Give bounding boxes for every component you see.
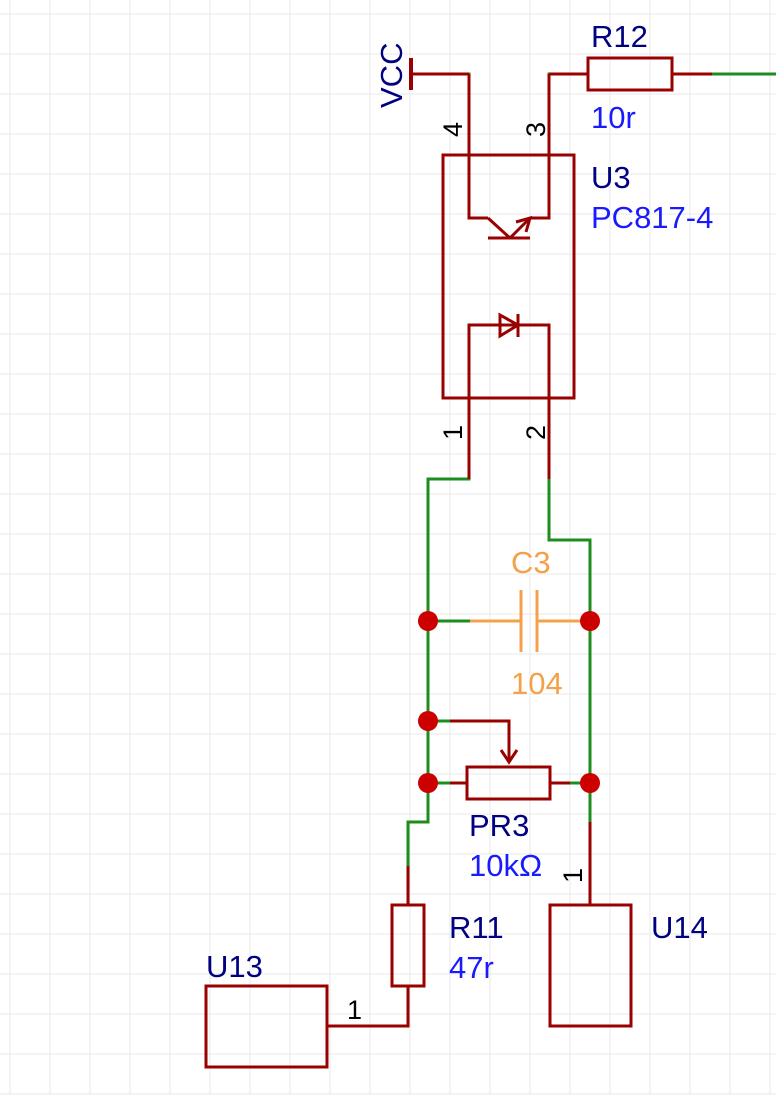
r11-resistor[interactable]: R11 47r <box>327 866 504 1028</box>
r11-value: 47r <box>449 950 494 985</box>
wire-pin2-right-rail[interactable] <box>547 477 592 824</box>
pr3-value: 10kΩ <box>469 848 542 883</box>
junction-dot <box>580 611 600 631</box>
pr3-potentiometer[interactable]: PR3 10kΩ <box>450 719 570 883</box>
r12-resistor[interactable]: R12 10r <box>549 19 712 135</box>
u14-component[interactable]: U14 1 <box>548 822 708 1028</box>
u13-component[interactable]: U13 1 <box>204 949 362 1069</box>
pr3-designator: PR3 <box>469 808 529 843</box>
u3-pin-1-label: 1 <box>438 425 468 440</box>
junction-dot <box>418 711 438 731</box>
r11-designator: R11 <box>449 910 504 945</box>
junctions <box>418 611 600 793</box>
u3-pin-2-label: 2 <box>521 425 551 440</box>
junction-dot <box>418 773 438 793</box>
junction-dot <box>418 611 438 631</box>
c3-designator: C3 <box>511 545 551 580</box>
u3-pin-3-label: 3 <box>521 122 551 137</box>
r12-value: 10r <box>591 100 636 135</box>
junction-dot <box>580 773 600 793</box>
u14-designator: U14 <box>651 910 708 945</box>
u3-pin-4-label: 4 <box>438 122 468 137</box>
u14-pin-1-label: 1 <box>558 868 588 883</box>
c3-capacitor[interactable]: C3 104 <box>470 545 590 701</box>
vcc-net-label: VCC <box>374 43 409 108</box>
u13-pin-1-label: 1 <box>347 995 362 1025</box>
wire-pin1-left-rail[interactable] <box>406 477 471 868</box>
u3-optocoupler[interactable]: U3 PC817-4 4 3 1 2 <box>438 74 713 479</box>
u3-designator: U3 <box>591 160 631 195</box>
vcc-power-port[interactable]: VCC <box>374 43 469 108</box>
u13-designator: U13 <box>206 949 263 984</box>
r12-designator: R12 <box>591 19 648 54</box>
u3-value: PC817-4 <box>591 200 713 235</box>
c3-value: 104 <box>511 666 563 701</box>
